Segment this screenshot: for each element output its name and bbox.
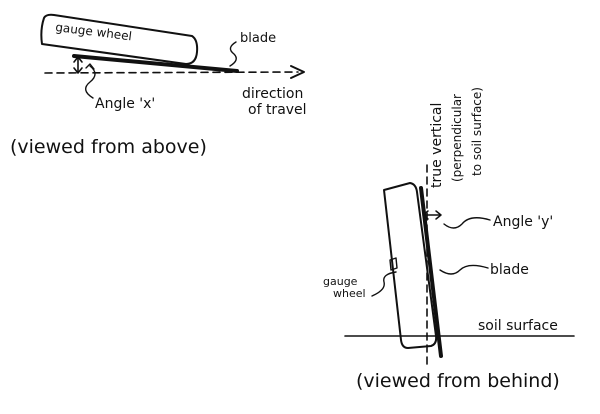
angle-x-label: Angle 'x': [95, 96, 155, 112]
wheel-hub-mark: [389, 257, 398, 271]
direction-label-line1: direction: [242, 86, 303, 102]
true-vertical-label: true vertical: [429, 103, 445, 188]
gauge-wheel-side-label-line2: wheel: [333, 287, 366, 300]
angle-y-leader: [443, 217, 491, 229]
top-view: gauge wheel blade Angle 'x' direction of…: [10, 13, 307, 158]
direction-label-line2: of travel: [248, 102, 307, 118]
gauge-wheel-side-label-line1: gauge: [323, 275, 358, 288]
true-vertical-note-line2: to soil surface): [470, 87, 484, 176]
top-view-caption: (viewed from above): [10, 136, 207, 158]
soil-surface-label: soil surface: [478, 318, 558, 334]
blade-top-label: blade: [240, 31, 276, 46]
gauge-wheel-side: [383, 182, 438, 349]
angle-y-label: Angle 'y': [493, 214, 553, 230]
direction-line: [44, 71, 299, 74]
gauge-wheel-top: [40, 13, 199, 65]
blade-top-leader: [229, 41, 237, 67]
blade-side-label: blade: [490, 262, 529, 278]
gauge-wheel-side-leader: [371, 271, 397, 297]
angle-x-arrowheads: [73, 56, 83, 74]
angle-x-leader-head: [85, 63, 95, 70]
true-vertical-note-line1: (perpendicular: [450, 94, 464, 182]
side-view: true vertical (perpendicular to soil sur…: [323, 87, 575, 392]
blade-top: [72, 54, 239, 73]
side-view-caption: (viewed from behind): [356, 370, 560, 392]
gauge-wheel-label: gauge wheel: [55, 20, 133, 43]
angle-y-arrowheads: [422, 210, 442, 220]
direction-arrowhead: [290, 65, 305, 79]
blade-side-leader: [439, 264, 489, 275]
angle-x-leader: [85, 65, 96, 99]
